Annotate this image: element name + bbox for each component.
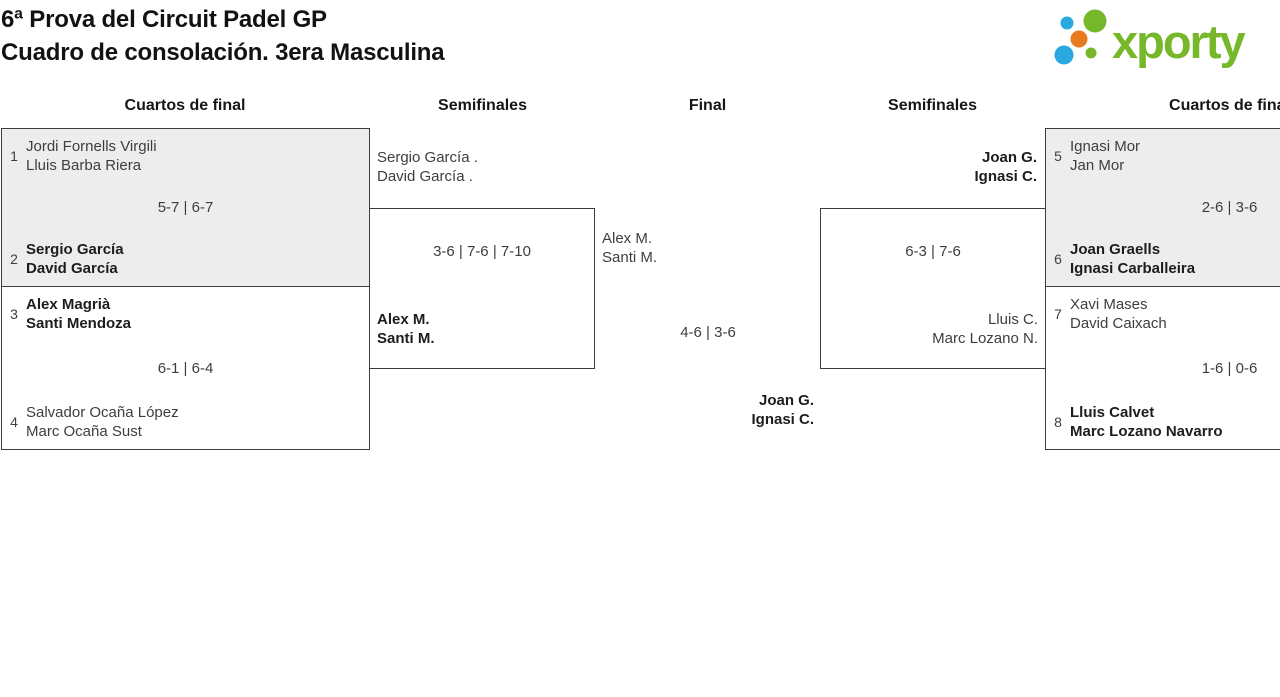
sf-right-team-b: Lluis C. Marc Lozano N. bbox=[932, 310, 1038, 348]
player-name: Salvador Ocaña López bbox=[26, 404, 179, 421]
logo-dot-small-green bbox=[1085, 47, 1097, 59]
player-name: Jordi Fornells Virgili bbox=[26, 138, 157, 155]
page-subtitle: Cuadro de consolación. 3era Masculina bbox=[1, 39, 445, 66]
player-name: Lluis C. bbox=[987, 311, 1038, 328]
player-name: David García . bbox=[377, 168, 473, 185]
round-header-sf-right: Semifinales bbox=[888, 97, 977, 114]
seed-5: 5 bbox=[1054, 148, 1062, 164]
final-team-b: Joan G. Ignasi C. bbox=[751, 391, 814, 429]
logo-dot-orange bbox=[1070, 30, 1088, 48]
qf4-team-a-row: 7 Xavi Mases David Caixach bbox=[1046, 295, 1280, 333]
seed-3: 3 bbox=[10, 306, 18, 322]
logo-dot-small-blue bbox=[1060, 16, 1074, 30]
xporty-logo-graphic: xporty bbox=[1054, 9, 1248, 68]
logo-dot-big-blue bbox=[1054, 45, 1074, 65]
player-name: Santi Mendoza bbox=[26, 315, 132, 332]
player-name: Marc Ocaña Sust bbox=[26, 423, 142, 440]
sf-right-score: 6-3 | 7-6 bbox=[905, 243, 961, 260]
qf1-team-a: Jordi Fornells Virgili Lluis Barba Riera bbox=[26, 137, 157, 175]
match-qf-4: 7 Xavi Mases David Caixach 1-6 | 0-6 8 L… bbox=[1045, 286, 1280, 450]
match-qf-1: 1 Jordi Fornells Virgili Lluis Barba Rie… bbox=[1, 128, 370, 287]
seed-4: 4 bbox=[10, 414, 18, 430]
player-name: Lluis Calvet bbox=[1070, 404, 1155, 421]
qf2-team-a: Alex Magrià Santi Mendoza bbox=[26, 295, 131, 333]
qf2-team-b-row: 4 Salvador Ocaña López Marc Ocaña Sust bbox=[2, 403, 369, 441]
sf-left-team-a: Sergio García . David García . bbox=[377, 148, 478, 186]
logo-dot-big-green bbox=[1083, 9, 1107, 33]
qf4-team-b-row: 8 Lluis Calvet Marc Lozano Navarro bbox=[1046, 403, 1280, 441]
page-title: 6ª Prova del Circuit Padel GP bbox=[1, 6, 327, 33]
qf3-team-b-row: 6 Joan Graells Ignasi Carballeira bbox=[1046, 240, 1280, 278]
player-name: Sergio García . bbox=[377, 149, 478, 166]
final-score: 4-6 | 3-6 bbox=[680, 324, 736, 341]
player-name: Jan Mor bbox=[1070, 157, 1125, 174]
match-qf-2: 3 Alex Magrià Santi Mendoza 6-1 | 6-4 4 … bbox=[1, 286, 370, 450]
player-name: Joan Graells bbox=[1070, 241, 1161, 258]
page-title-block: 6ª Prova del Circuit Padel GP Cuadro de … bbox=[1, 3, 445, 69]
seed-7: 7 bbox=[1054, 306, 1062, 322]
seed-6: 6 bbox=[1054, 251, 1062, 267]
qf2-team-b: Salvador Ocaña López Marc Ocaña Sust bbox=[26, 403, 179, 441]
player-name: Xavi Mases bbox=[1070, 296, 1148, 313]
qf3-team-a-row: 5 Ignasi Mor Jan Mor bbox=[1046, 137, 1280, 175]
player-name: Marc Lozano N. bbox=[932, 330, 1038, 347]
match-sf-left: 3-6 | 7-6 | 7-10 Alex M. Santi M. bbox=[369, 208, 595, 369]
player-name: Alex Magrià bbox=[26, 296, 111, 313]
qf4-team-b: Lluis Calvet Marc Lozano Navarro bbox=[1070, 403, 1223, 441]
final-team-a: Alex M. Santi M. bbox=[602, 229, 657, 267]
match-sf-right: 6-3 | 7-6 Lluis C. Marc Lozano N. bbox=[820, 208, 1046, 369]
seed-1: 1 bbox=[10, 148, 18, 164]
logo-wordmark: xporty bbox=[1112, 15, 1246, 68]
player-name: Santi M. bbox=[602, 249, 658, 266]
xporty-logo[interactable]: xporty bbox=[1046, 4, 1278, 70]
player-name: Joan G. bbox=[758, 392, 814, 409]
player-name: Lluis Barba Riera bbox=[26, 157, 142, 174]
qf2-score: 6-1 | 6-4 bbox=[157, 359, 214, 377]
sf-left-score: 3-6 | 7-6 | 7-10 bbox=[433, 243, 531, 260]
player-name: Santi M. bbox=[377, 330, 435, 347]
round-header-sf-left: Semifinales bbox=[438, 97, 527, 114]
round-header-final: Final bbox=[688, 97, 727, 114]
player-name: David Caixach bbox=[1070, 315, 1167, 332]
qf2-team-a-row: 3 Alex Magrià Santi Mendoza bbox=[2, 295, 369, 333]
qf1-team-b: Sergio García David García bbox=[26, 240, 124, 278]
qf1-team-a-row: 1 Jordi Fornells Virgili Lluis Barba Rie… bbox=[2, 137, 369, 175]
qf4-team-a: Xavi Mases David Caixach bbox=[1070, 295, 1167, 333]
player-name: Joan G. bbox=[981, 149, 1037, 166]
player-name: David García bbox=[26, 260, 118, 277]
qf4-score: 1-6 | 0-6 bbox=[1201, 359, 1258, 377]
match-qf-3: 5 Ignasi Mor Jan Mor 2-6 | 3-6 6 Joan Gr… bbox=[1045, 128, 1280, 287]
qf1-score: 5-7 | 6-7 bbox=[157, 199, 214, 216]
player-name: Ignasi Carballeira bbox=[1070, 260, 1196, 277]
player-name: Marc Lozano Navarro bbox=[1070, 423, 1223, 440]
player-name: Ignasi Mor bbox=[1070, 138, 1141, 155]
round-header-qf-right: Cuartos de final bbox=[1169, 97, 1280, 114]
player-name: Ignasi C. bbox=[751, 411, 814, 428]
qf1-team-b-row: 2 Sergio García David García bbox=[2, 240, 369, 278]
player-name: Sergio García bbox=[26, 241, 124, 258]
seed-2: 2 bbox=[10, 251, 18, 267]
sf-left-team-b: Alex M. Santi M. bbox=[377, 310, 435, 348]
seed-8: 8 bbox=[1054, 414, 1062, 430]
round-header-qf-left: Cuartos de final bbox=[124, 97, 246, 114]
qf3-score: 2-6 | 3-6 bbox=[1201, 199, 1258, 216]
player-name: Alex M. bbox=[602, 230, 653, 247]
qf3-team-a: Ignasi Mor Jan Mor bbox=[1070, 137, 1140, 175]
sf-right-team-a: Joan G. Ignasi C. bbox=[974, 148, 1037, 186]
player-name: Alex M. bbox=[377, 311, 430, 328]
player-name: Ignasi C. bbox=[974, 168, 1037, 185]
qf3-team-b: Joan Graells Ignasi Carballeira bbox=[1070, 240, 1195, 278]
